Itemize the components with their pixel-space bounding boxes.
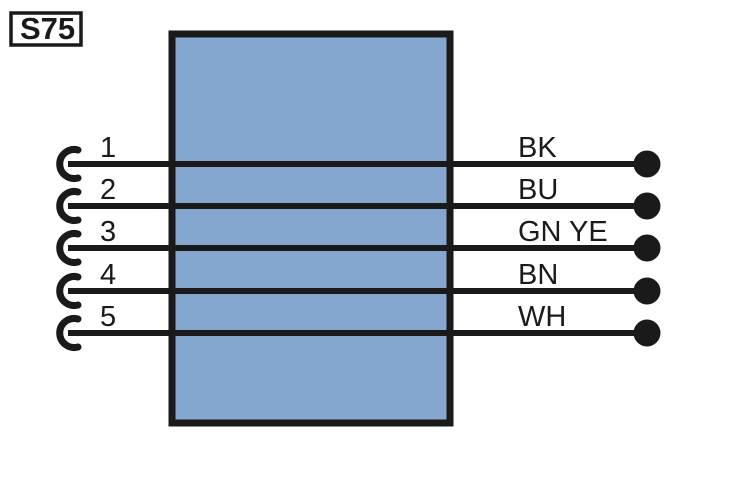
reference-tag-label: S75 xyxy=(20,11,75,46)
wire-code-label: WH xyxy=(518,301,566,333)
connector-body-rect xyxy=(168,30,454,427)
terminal-dot-icon xyxy=(633,150,661,178)
wire-row-2: 2 BU xyxy=(56,174,661,224)
pin-number-label: 1 xyxy=(100,132,116,164)
terminal-dot-icon xyxy=(633,319,661,347)
wire-code-label: BK xyxy=(518,132,557,164)
terminal-dot-icon xyxy=(633,234,661,262)
wire-row-4: 4 BN xyxy=(56,259,661,309)
wire-row-1: 1 BK xyxy=(56,132,661,182)
socket-connector-icon xyxy=(56,146,82,182)
wire-code-label: BU xyxy=(518,174,558,206)
terminal-dot-icon xyxy=(633,277,661,305)
socket-connector-icon xyxy=(56,230,82,266)
wire-row-5: 5 WH xyxy=(56,301,661,351)
wire-code-label: BN xyxy=(518,259,558,291)
reference-tag-box xyxy=(9,11,83,47)
socket-connector-icon xyxy=(56,273,82,309)
wire-row-3: 3 GN YE xyxy=(56,216,661,266)
socket-connector-icon xyxy=(56,188,82,224)
reference-tag: S75 xyxy=(9,11,83,47)
wire-code-label: GN YE xyxy=(518,216,608,248)
pin-number-label: 4 xyxy=(100,259,116,291)
pin-number-label: 5 xyxy=(100,301,116,333)
socket-connector-icon xyxy=(56,315,82,351)
terminal-dot-icon xyxy=(633,192,661,220)
pin-number-label: 3 xyxy=(100,216,116,248)
pin-number-label: 2 xyxy=(100,174,116,206)
